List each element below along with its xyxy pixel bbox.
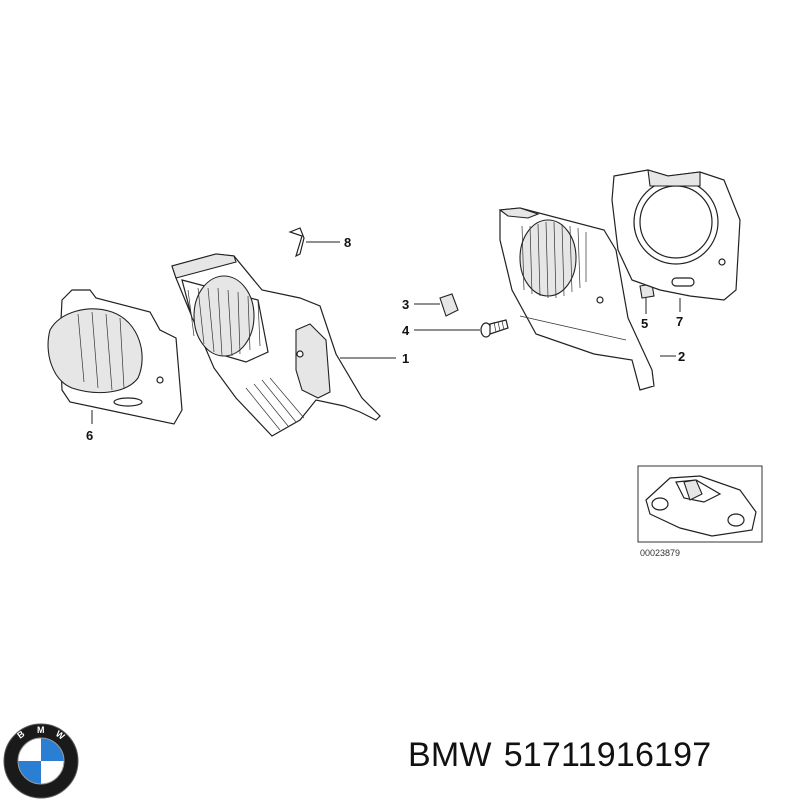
bmw-logo-icon: B M W (3, 723, 79, 799)
logo-letter-m: M (37, 725, 45, 735)
logo-letter-b: B (15, 728, 27, 740)
callout-7: 7 (676, 314, 683, 329)
inset-vehicle-location (637, 465, 763, 543)
callout-4: 4 (402, 323, 410, 338)
callout-8: 8 (344, 235, 351, 250)
callout-1: 1 (402, 351, 409, 366)
part-4-screw (480, 319, 509, 338)
part-7-cover (611, 169, 741, 301)
part-2-trim-panel (498, 207, 655, 391)
callout-6: 6 (86, 428, 93, 443)
brand-part-label: BMW 51711916197 (408, 736, 723, 775)
part-8-clip (288, 227, 305, 258)
part-1-trim-panel (171, 253, 381, 437)
part-3-clip (439, 293, 459, 317)
callout-2: 2 (678, 349, 685, 364)
brand-name: BMW (408, 736, 492, 774)
part-number: 51711916197 (503, 736, 712, 774)
inset-reference-number: 00023879 (640, 548, 680, 558)
callout-5: 5 (641, 316, 648, 331)
callout-3: 3 (402, 297, 409, 312)
part-6-cover (47, 289, 183, 425)
